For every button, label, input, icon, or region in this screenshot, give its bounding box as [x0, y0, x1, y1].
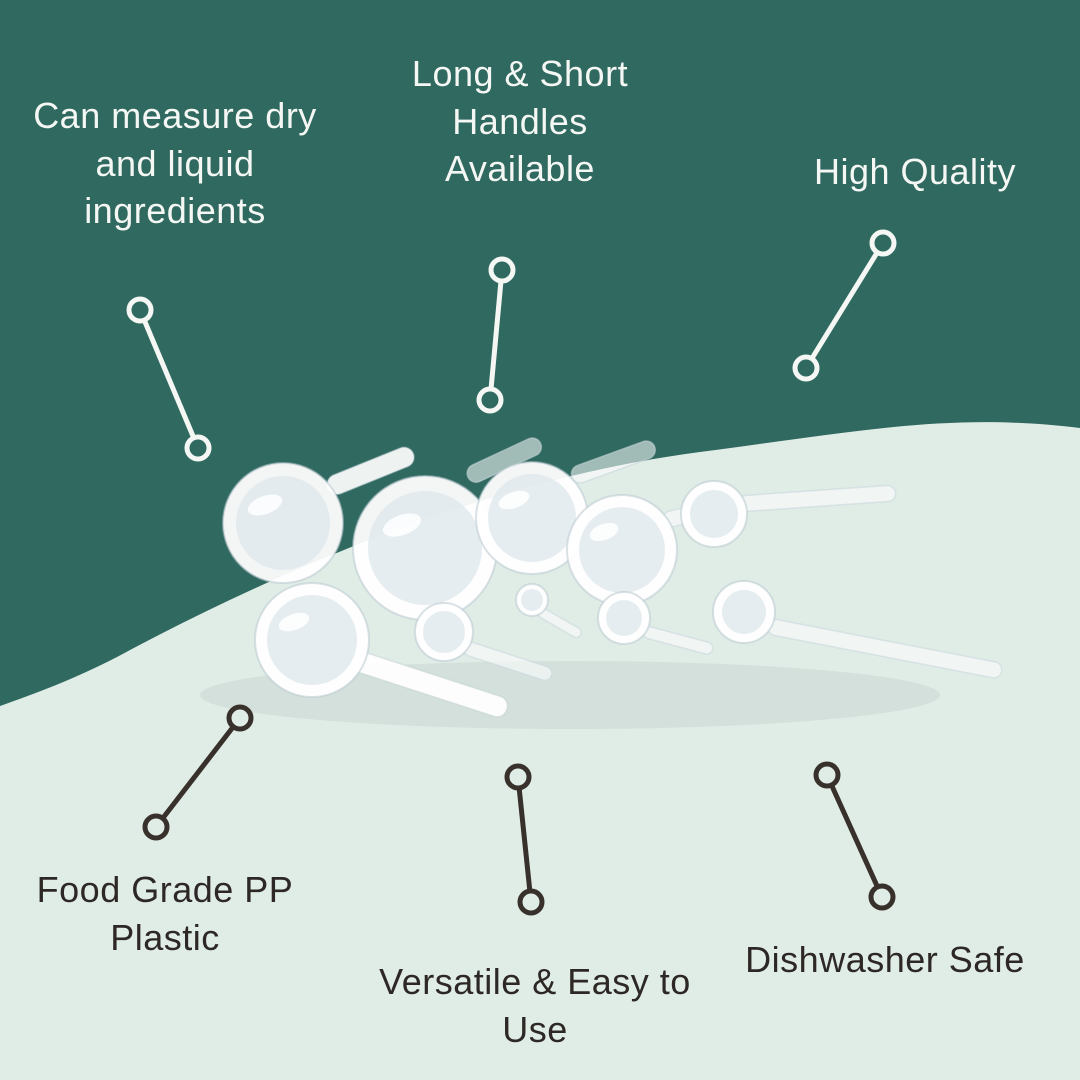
- scoop-spoon-1: [414, 602, 553, 682]
- callout-line-bottom-center: [504, 763, 545, 916]
- scoop-cup-5: [254, 582, 509, 718]
- callout-line-bottom-left: [142, 704, 254, 841]
- callout-line-top-left: [126, 296, 212, 462]
- callout-label-dishwasher-safe: Dishwasher Safe: [745, 939, 1025, 980]
- scoop-cup-3: [475, 440, 656, 575]
- callout-label-measure-dry-liquid: Can measure dry and liquid ingredients: [33, 95, 317, 232]
- scoop-small: [597, 591, 714, 655]
- measuring-scoops-image: [222, 437, 1003, 718]
- callout-label-high-quality: High Quality: [813, 151, 1017, 192]
- scoop-tiny: [515, 583, 582, 639]
- callout-label-food-grade-pp: Food Grade PP Plastic: [36, 869, 294, 958]
- scoop-long-handle-2: [712, 580, 1003, 679]
- callout-line-top-right: [792, 229, 897, 382]
- callout-line-bottom-right: [813, 761, 896, 911]
- scoop-long-handle-1: [680, 480, 897, 548]
- scoop-cup-1: [222, 446, 415, 584]
- callout-line-top-center: [476, 256, 516, 414]
- callout-label-long-short-handles: Long & Short Handles Available: [411, 53, 629, 190]
- callout-label-versatile-easy: Versatile & Easy to Use: [379, 961, 691, 1050]
- scoop-cup-2: [352, 437, 543, 621]
